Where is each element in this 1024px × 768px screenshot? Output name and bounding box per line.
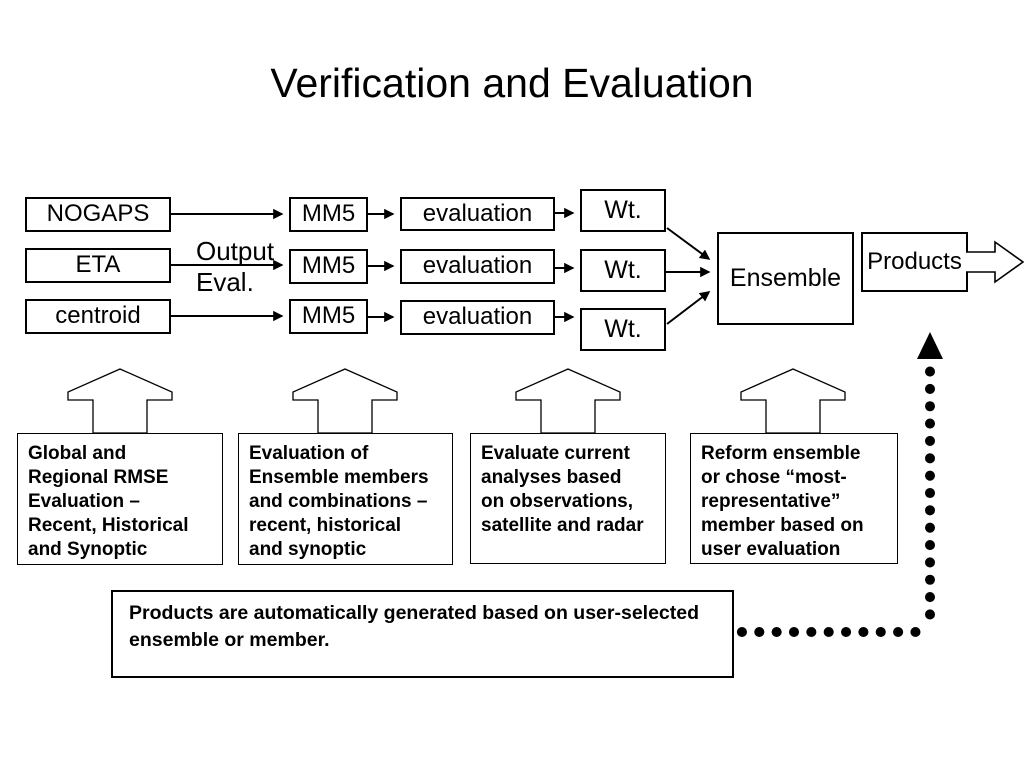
weight-box-row3: Wt.	[580, 308, 666, 351]
block-arrow-up-icon-3	[515, 368, 621, 434]
evaluation-box-row1: evaluation	[400, 197, 555, 231]
page-title: Verification and Evaluation	[270, 60, 754, 106]
mm5-box-row1: MM5	[289, 197, 368, 232]
callout-reform-ensemble: Reform ensemble or chose “most- represen…	[690, 433, 898, 564]
evaluation-box-row2: evaluation	[400, 249, 555, 284]
weight-box-row1: Wt.	[580, 189, 666, 232]
weight-box-row2: Wt.	[580, 249, 666, 292]
callout-current-analyses: Evaluate current analyses based on obser…	[470, 433, 666, 564]
ensemble-box: Ensemble	[717, 232, 854, 325]
callout-global-rmse: Global and Regional RMSE Evaluation – Re…	[17, 433, 223, 565]
block-arrow-up-icon-1	[67, 368, 173, 434]
mm5-box-row2: MM5	[289, 249, 368, 284]
output-eval-label: Output Eval.	[196, 236, 275, 297]
footer-note-box: Products are automatically generated bas…	[111, 590, 734, 678]
callout-ensemble-members: Evaluation of Ensemble members and combi…	[238, 433, 453, 565]
source-box-eta: ETA	[25, 248, 171, 283]
block-arrow-up-icon-2	[292, 368, 398, 434]
products-output-arrow-icon	[966, 240, 1024, 284]
source-box-nogaps: NOGAPS	[25, 197, 171, 232]
mm5-box-row3: MM5	[289, 299, 368, 334]
block-arrow-up-icon-4	[740, 368, 846, 434]
products-box: Products	[861, 232, 968, 292]
feedback-arrowhead-icon	[917, 332, 943, 359]
source-box-centroid: centroid	[25, 299, 171, 334]
arrow-wt3-ensemble	[666, 291, 711, 325]
arrow-wt1-ensemble	[666, 227, 711, 260]
evaluation-box-row3: evaluation	[400, 300, 555, 335]
